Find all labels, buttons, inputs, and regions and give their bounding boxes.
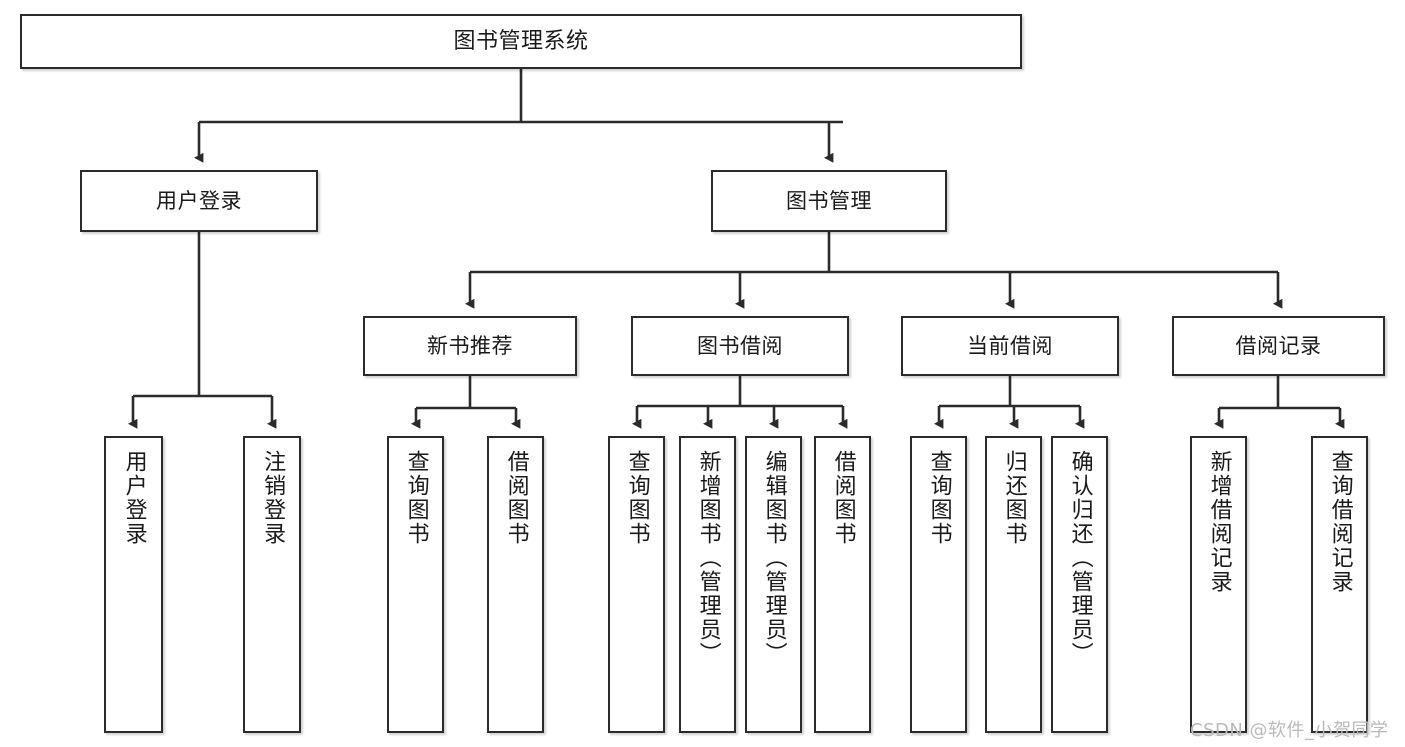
node-book-management-label: 图书管理 [786, 188, 872, 213]
node-borrow-records[interactable]: 借阅记录 [1172, 316, 1385, 376]
node-current-borrow-label: 当前借阅 [967, 333, 1053, 358]
node-leaf-query-book-3[interactable]: 查询图书 [910, 436, 967, 733]
node-leaf-query-borrow-record-label: 查询借阅记录 [1327, 450, 1353, 594]
node-leaf-user-login-label: 用户登录 [121, 450, 147, 546]
node-book-management[interactable]: 图书管理 [711, 170, 947, 232]
node-new-book-recommend[interactable]: 新书推荐 [363, 316, 577, 376]
node-leaf-borrow-book-1-label: 借阅图书 [503, 450, 529, 546]
node-leaf-query-book-1[interactable]: 查询图书 [387, 436, 444, 733]
csdn-watermark: CSDN @软件_小贺同学 [1190, 720, 1389, 741]
node-leaf-add-book-admin-label: 新增图书（管理员） [695, 450, 721, 666]
node-borrow-records-label: 借阅记录 [1235, 333, 1322, 358]
node-leaf-borrow-book-1[interactable]: 借阅图书 [487, 436, 544, 733]
node-leaf-logout-label: 注销登录 [260, 450, 286, 546]
node-new-book-recommend-label: 新书推荐 [427, 333, 513, 358]
node-leaf-return-book[interactable]: 归还图书 [985, 436, 1042, 733]
node-user-login[interactable]: 用户登录 [80, 170, 318, 232]
node-leaf-edit-book-admin[interactable]: 编辑图书（管理员） [745, 436, 802, 733]
node-user-login-label: 用户登录 [156, 188, 242, 213]
node-leaf-borrow-book-2-label: 借阅图书 [830, 450, 856, 546]
node-leaf-add-borrow-record[interactable]: 新增借阅记录 [1190, 436, 1247, 733]
node-leaf-edit-book-admin-label: 编辑图书（管理员） [761, 450, 787, 666]
node-leaf-query-book-2-label: 查询图书 [624, 450, 650, 546]
node-leaf-confirm-return-admin[interactable]: 确认归还（管理员） [1051, 436, 1108, 733]
node-leaf-add-book-admin[interactable]: 新增图书（管理员） [679, 436, 736, 733]
node-leaf-query-book-3-label: 查询图书 [926, 450, 952, 546]
node-leaf-query-book-1-label: 查询图书 [403, 450, 429, 546]
node-leaf-query-borrow-record[interactable]: 查询借阅记录 [1311, 436, 1368, 733]
node-leaf-borrow-book-2[interactable]: 借阅图书 [814, 436, 871, 733]
node-current-borrow[interactable]: 当前借阅 [901, 316, 1119, 376]
node-leaf-confirm-return-admin-label: 确认归还（管理员） [1067, 450, 1093, 666]
node-book-borrow-label: 图书借阅 [697, 333, 783, 358]
node-book-borrow[interactable]: 图书借阅 [631, 316, 849, 376]
node-leaf-return-book-label: 归还图书 [1001, 450, 1027, 546]
node-leaf-user-login[interactable]: 用户登录 [104, 436, 163, 733]
node-leaf-query-book-2[interactable]: 查询图书 [608, 436, 665, 733]
node-leaf-add-borrow-record-label: 新增借阅记录 [1206, 450, 1232, 594]
node-root-label: 图书管理系统 [453, 28, 589, 54]
node-root[interactable]: 图书管理系统 [20, 14, 1022, 69]
node-leaf-logout[interactable]: 注销登录 [243, 436, 301, 733]
